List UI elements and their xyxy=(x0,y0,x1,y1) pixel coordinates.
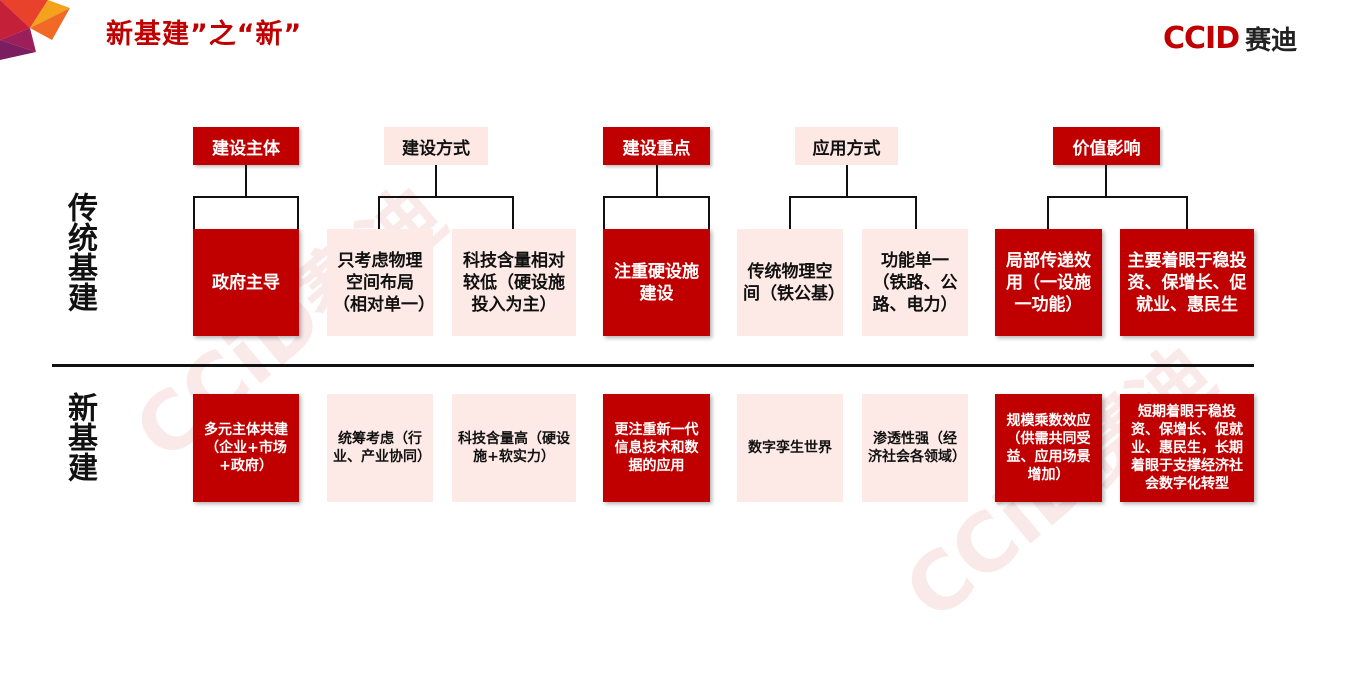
connector xyxy=(1047,196,1049,229)
connector xyxy=(603,196,605,229)
header-value-impact: 价值影响 xyxy=(1053,127,1160,165)
trad-card-subject: 政府主导 xyxy=(193,229,299,336)
connector xyxy=(603,196,710,198)
connector xyxy=(297,196,299,229)
connector xyxy=(193,196,195,229)
row-label-new: 新基建 xyxy=(62,392,97,482)
new-card-application-digital-twin: 数字孪生世界 xyxy=(737,394,843,502)
new-card-method-coordination: 统筹考虑（行业、产业协同） xyxy=(327,394,433,502)
row-divider xyxy=(52,364,1254,367)
header-construction-focus: 建设重点 xyxy=(603,127,710,165)
logo-cn: 赛迪 xyxy=(1245,25,1298,56)
logo-brand: CCID xyxy=(1163,20,1240,56)
connector xyxy=(915,196,917,229)
connector xyxy=(193,196,299,198)
corner-decoration-icon xyxy=(0,0,70,60)
trad-card-focus: 注重硬设施建设 xyxy=(603,229,710,336)
connector xyxy=(435,165,437,197)
connector xyxy=(656,165,658,197)
connector xyxy=(245,165,247,197)
page-title: 新基建”之“新” xyxy=(106,19,303,50)
trad-card-value-local: 局部传递效用（一设施一功能） xyxy=(995,229,1102,336)
header-construction-method: 建设方式 xyxy=(384,127,488,165)
trad-card-application-function: 功能单一（铁路、公路、电力） xyxy=(862,229,968,336)
trad-card-method-space: 只考虑物理空间布局（相对单一） xyxy=(327,229,435,336)
connector xyxy=(1186,196,1188,229)
header-application-mode: 应用方式 xyxy=(795,127,898,165)
connector xyxy=(1047,196,1188,198)
connector xyxy=(789,196,791,229)
connector xyxy=(378,196,380,229)
new-card-application-penetration: 渗透性强（经济社会各领域） xyxy=(862,394,968,502)
connector xyxy=(378,196,514,198)
new-card-method-tech: 科技含量高（硬设施+软实力） xyxy=(452,394,576,502)
row-label-traditional: 传统基建 xyxy=(62,192,97,312)
new-card-value-goals: 短期着眼于稳投资、保增长、促就业、惠民生，长期着眼于支撑经济社会数字化转型 xyxy=(1120,394,1254,502)
connector xyxy=(708,196,710,229)
connector xyxy=(846,165,848,197)
new-card-focus: 更注重新一代信息技术和数据的应用 xyxy=(603,394,710,502)
connector xyxy=(512,196,514,229)
new-card-value-scale: 规模乘数效应（供需共同受益、应用场景增加） xyxy=(995,394,1102,502)
trad-card-value-goals: 主要着眼于稳投资、保增长、促就业、惠民生 xyxy=(1120,229,1254,336)
trad-card-method-tech: 科技含量相对较低（硬设施投入为主） xyxy=(452,229,576,336)
new-card-subject: 多元主体共建（企业+市场+政府） xyxy=(193,394,299,502)
ccid-logo: CCID 赛迪 xyxy=(1163,18,1297,58)
connector xyxy=(789,196,917,198)
connector xyxy=(1105,165,1107,197)
header-construction-subject: 建设主体 xyxy=(193,127,299,165)
trad-card-application-space: 传统物理空间（铁公基） xyxy=(737,229,845,336)
